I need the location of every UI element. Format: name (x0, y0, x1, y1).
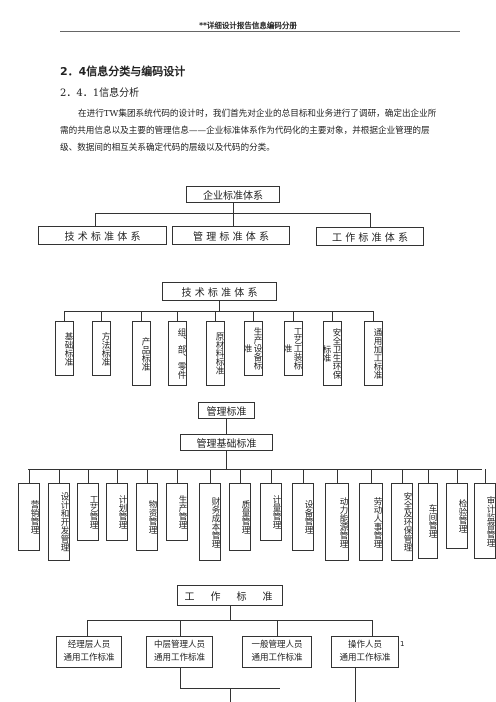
connector (219, 301, 220, 311)
page-header: **详细设计报告信息编码分册 (199, 21, 297, 30)
connector (372, 620, 373, 636)
node-mgmt-safety-env: 安全及环保管理 (391, 483, 413, 561)
connector (402, 469, 403, 483)
node-raw-material-standard: 原材料标准 (206, 321, 225, 386)
connector (101, 311, 102, 321)
node-mgmt-planning: 计划管理 (106, 483, 128, 541)
node-technical-standard-system: 技 术 标 准 体 系 (38, 226, 167, 245)
connector (355, 668, 356, 702)
node-mgmt-equipment: 设备管理 (292, 483, 314, 551)
node-parts-standard: 组、部、零件 (168, 321, 187, 386)
node-mgmt-metrology: 计量管理 (260, 483, 282, 541)
node-safety-health-env-standard: 安全卫生环保标准 (321, 321, 342, 386)
connector (226, 419, 227, 434)
connector (95, 213, 370, 214)
connector (303, 469, 304, 483)
connector (95, 213, 96, 226)
node-mgmt-power-energy: 动力能源管理 (325, 483, 349, 561)
connector (117, 469, 118, 483)
subsection-title: 2．4．1信息分析 (60, 88, 140, 99)
node-mgmt-finance-cost: 财务成本管理 (199, 483, 221, 561)
connector (177, 311, 178, 321)
node-mgmt-process: 工艺管理 (77, 483, 99, 541)
connector (230, 606, 231, 620)
node-mgmt-quality: 质量管理 (229, 483, 251, 551)
node-method-standard: 方法标准 (92, 321, 111, 376)
node-management-standard: 管理标准 (198, 402, 255, 419)
node-mgmt-design-dev: 设计和开发管理 (48, 483, 70, 561)
node-enterprise-standard-system: 企业标准体系 (186, 186, 280, 203)
node-production-equipment-standard: 生产设备标准 (242, 321, 263, 376)
node-technical-standard-root: 技 术 标 准 体 系 (162, 282, 277, 301)
connector (64, 311, 65, 321)
connector (370, 213, 371, 227)
connector (147, 469, 148, 483)
connector (180, 620, 181, 636)
node-product-standard: 产品标准 (132, 321, 151, 386)
page-number: 1 (400, 640, 405, 648)
intro-paragraph: 在进行TW集团系统代码的设计时，我们首先对企业的总目标和业务进行了调研，确定出企… (60, 109, 437, 153)
connector (337, 469, 338, 483)
connector (240, 469, 241, 483)
connector (87, 620, 88, 636)
connector (373, 311, 374, 321)
header-rule (60, 31, 460, 32)
node-middle-manager-standard: 中层管理人员 通用工作标准 (146, 636, 213, 668)
node-mgmt-audit: 审计监督管理 (474, 483, 496, 559)
connector (428, 469, 429, 483)
connector (371, 469, 372, 483)
connector (141, 311, 142, 321)
node-mgmt-inspection: 检验管理 (446, 483, 468, 549)
connector (230, 688, 231, 702)
node-mgmt-labor-hr: 劳动人事管理 (359, 483, 383, 561)
node-general-processing-standard: 通用加工标准 (364, 321, 383, 386)
node-work-standard-system: 工 作 标 准 体 系 (316, 227, 424, 246)
connector (64, 311, 374, 312)
node-management-basic-standard: 管理基础标准 (180, 434, 273, 451)
node-management-standard-system: 管 理 标 准 体 系 (172, 226, 290, 245)
node-manager-level-standard: 经理层人员 通用工作标准 (56, 636, 122, 668)
connector (293, 311, 294, 321)
node-mgmt-materials: 物资管理 (136, 483, 158, 551)
connector (277, 620, 278, 636)
connector (215, 311, 216, 321)
connector (233, 203, 234, 213)
connector (253, 311, 254, 321)
node-process-tooling-standard: 工艺工装标准 (282, 321, 303, 376)
connector (59, 469, 60, 483)
node-mgmt-workshop: 车间管理 (418, 483, 438, 559)
connector (88, 469, 89, 483)
node-mgmt-marketing: 营销管理 (18, 483, 40, 551)
connector (29, 469, 30, 483)
connector (210, 469, 211, 483)
connector (271, 469, 272, 483)
connector (457, 469, 458, 483)
connector (87, 620, 373, 621)
node-basic-standard: 基础标准 (55, 321, 74, 376)
connector (233, 213, 234, 226)
node-general-staff-standard: 一般管理人员 通用工作标准 (242, 636, 312, 668)
section-title: 2．4信息分类与编码设计 (60, 65, 186, 78)
node-mgmt-production: 生产管理 (166, 483, 188, 541)
node-operator-standard: 操作人员 通用工作标准 (331, 636, 399, 668)
connector (177, 469, 178, 483)
connector (180, 668, 181, 688)
connector (485, 469, 486, 483)
connector (332, 311, 333, 321)
connector (28, 469, 482, 470)
connector (226, 451, 227, 469)
node-work-standard: 工 作 标 准 (177, 585, 283, 606)
